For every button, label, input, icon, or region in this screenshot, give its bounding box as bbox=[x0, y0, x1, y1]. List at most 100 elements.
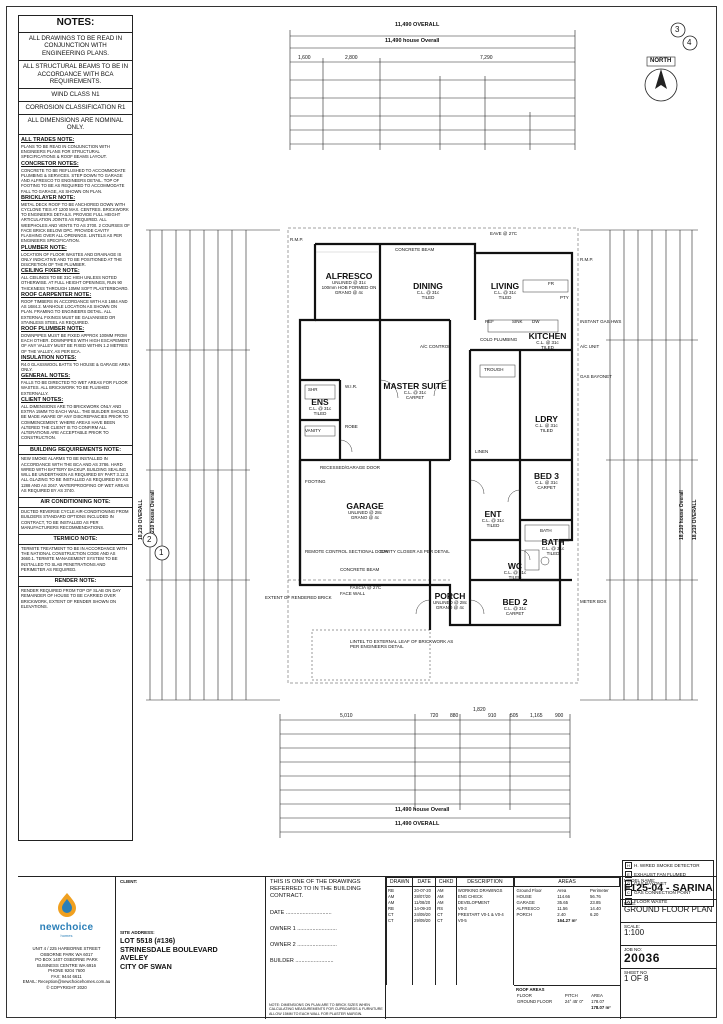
gas-bayonet-icon: G bbox=[625, 880, 632, 887]
site-address-label: SITE ADDRESS: bbox=[120, 930, 155, 935]
concrete-beam-label: CONCRETE BEAM bbox=[395, 247, 435, 252]
pantry-label: PTY bbox=[560, 295, 569, 300]
face-wall-label: FACE WALL bbox=[340, 591, 366, 596]
notes-panel: NOTES: ALL DRAWINGS TO BE READ IN CONJUN… bbox=[18, 15, 133, 841]
room-name: MASTER SUITE bbox=[383, 381, 447, 391]
trough-label: TROUGH bbox=[484, 367, 504, 372]
room-name: ENS bbox=[311, 397, 329, 407]
sheet-number: 1 OF 8 bbox=[624, 974, 649, 983]
aircon-text: DUCTED REVERSE CYCLE AIR-CONDITIONING FR… bbox=[21, 509, 129, 530]
rmp-label: R.M.P. bbox=[580, 257, 594, 262]
room-bed-3: BED 3 C.L. @ 31c CARPET bbox=[524, 471, 569, 491]
dim-bottom: 5,010 bbox=[340, 713, 353, 719]
note-heading: CONCRETOR NOTES: bbox=[21, 160, 79, 167]
model-cell: MODEL NAME: F125-04 - SARINA bbox=[621, 877, 717, 900]
termico-heading: TERMICO NOTE: bbox=[19, 534, 132, 545]
overall-bottom: 11,490 OVERALL bbox=[395, 821, 440, 827]
room-name: KITCHEN bbox=[528, 331, 567, 341]
room-ensuite: ENS C.L. @ 31c TILED bbox=[302, 397, 338, 417]
owner1-label: OWNER 1 bbox=[270, 925, 296, 932]
roof-total: 178.07 m² bbox=[591, 1004, 611, 1010]
building-req-text: NEW SMOKE ALARMS TO BE INSTALLED IN ACCO… bbox=[21, 456, 130, 493]
overall-right: 18,210 OVERALL bbox=[692, 499, 698, 540]
north-arrow: NORTH bbox=[636, 55, 686, 105]
signature-area: THIS IS ONE OF THE DRAWINGS REFERRED TO … bbox=[266, 877, 386, 1019]
room-name: ENT bbox=[484, 509, 502, 519]
dim-top: 1,600 bbox=[298, 55, 311, 61]
areas-total: 164.27 m² bbox=[557, 917, 577, 923]
marker-label: 1 bbox=[159, 548, 164, 557]
overall-left: 18,210 OVERALL bbox=[138, 499, 144, 540]
room-living: LIVING C.L. @ 31c TILED bbox=[480, 281, 530, 301]
room-name: WC bbox=[507, 561, 523, 571]
vanity-label: VANITY bbox=[305, 428, 321, 433]
eave-label: EAVE @ 27c bbox=[490, 231, 517, 236]
gas-connection-icon: C bbox=[625, 889, 632, 896]
room-wc: WC C.L. @ 31c TILED bbox=[500, 561, 530, 581]
owner2-label: OWNER 2 bbox=[270, 941, 296, 948]
north-arrow-icon bbox=[644, 56, 678, 102]
linen-label: LINEN bbox=[475, 449, 489, 454]
note-box: ALL DRAWINGS TO BE READ IN CONJUNCTION W… bbox=[19, 33, 132, 61]
footing-label: FOOTING bbox=[305, 479, 326, 484]
smoke-detector-icon: H bbox=[625, 862, 632, 869]
fridge-label: FR bbox=[548, 281, 554, 286]
room-garage: GARAGE UNLINED @ 28c GRANO @ 4c bbox=[330, 501, 400, 521]
cold-plumbing-label: COLD PLUMBING bbox=[480, 337, 518, 342]
north-label: NORTH bbox=[650, 58, 672, 64]
overall-right-house: 18,210 house Overall bbox=[679, 490, 685, 540]
extent-render-label: EXTENT OF RENDERED BRICK bbox=[265, 595, 332, 600]
drawing-info: MODEL NAME: F125-04 - SARINA DWG: GROUND… bbox=[620, 877, 717, 1019]
note-heading: ROOF PLUMBER NOTE: bbox=[21, 326, 85, 332]
note-heading: CEILING FIXER NOTE: bbox=[21, 268, 80, 275]
company-logo-icon bbox=[57, 893, 76, 917]
building-req-heading: BUILDING REQUIREMENTS NOTE: bbox=[19, 444, 132, 456]
job-cell: JOB No: 20036 bbox=[621, 946, 717, 969]
render-heading: RENDER NOTE: bbox=[19, 576, 132, 587]
note-text: ALL DIMENSIONS ARE TO BRICKWORK ONLY AND… bbox=[21, 403, 129, 441]
dwg-cell: DWG: GROUND FLOOR PLAN bbox=[621, 900, 717, 923]
dim-bottom: 880 bbox=[450, 713, 459, 719]
dim-bottom: 505 bbox=[510, 713, 519, 719]
note-text: FALLS TO BE DIRECTED TO WET AREAS FOR FL… bbox=[21, 380, 128, 396]
sheet-cell: SHEET No 1 OF 8 bbox=[621, 969, 717, 992]
overall-top: 11,490 OVERALL bbox=[395, 22, 440, 28]
note-text: ROOF TIMBERS IN ACCORDANCE WITH AS 1684 … bbox=[21, 298, 128, 325]
room-kitchen: KITCHEN C.L. @ 31c TILED bbox=[525, 331, 570, 351]
garage-door-label: RECESSED/GARAGE DOOR bbox=[320, 465, 381, 470]
marker-label: 3 bbox=[675, 25, 680, 34]
notes-title: NOTES: bbox=[19, 16, 132, 33]
note-text: DOWNPIPES MUST BE FIXED APPROX 100mm FRO… bbox=[21, 332, 130, 354]
fascia-label: FASCIA @ 27c bbox=[350, 585, 382, 590]
dim-top: 2,800 bbox=[345, 55, 358, 61]
marker-label: 2 bbox=[147, 535, 152, 544]
bath-fixture-label: BATH bbox=[540, 528, 552, 533]
note-section-trades: ALL TRADES NOTE: PLANS TO BE READ IN CON… bbox=[19, 135, 132, 443]
sectional-door-label: REMOTE CONTROL SECTIONAL DOOR bbox=[305, 549, 389, 554]
lintel-note-label: LINTEL TO EXTERNAL LEAF OF BRICKWORK AS … bbox=[350, 639, 454, 649]
ac-control-label: A/C CONTROL bbox=[420, 344, 451, 349]
scale-cell: SCALE: 1:100 bbox=[621, 923, 717, 946]
room-bath: BATH C.L. @ 31c TILED bbox=[535, 537, 571, 557]
room-name: DINING bbox=[413, 281, 443, 291]
room-name: BATH bbox=[541, 537, 565, 547]
room-porch: PORCH UNLINED @ 28c GRANO @ 4c bbox=[432, 591, 468, 611]
floor-waste-icon: W bbox=[625, 898, 632, 905]
dim-bottom: 1,820 bbox=[473, 707, 486, 713]
note-heading: INSULATION NOTES: bbox=[21, 354, 77, 361]
note-box: ALL STRUCTURAL BEAMS TO BE IN ACCORDANCE… bbox=[19, 61, 132, 89]
room-laundry: LDRY C.L. @ 31c TILED bbox=[524, 414, 569, 434]
client-label: CLIENT: bbox=[120, 879, 138, 884]
dimensions-note: NOTE: DIMENSIONS ON PLAN ARE TO BRICK SI… bbox=[269, 1003, 383, 1016]
scale-value: 1:100 bbox=[624, 928, 645, 937]
sink-label: SINK bbox=[512, 319, 523, 324]
